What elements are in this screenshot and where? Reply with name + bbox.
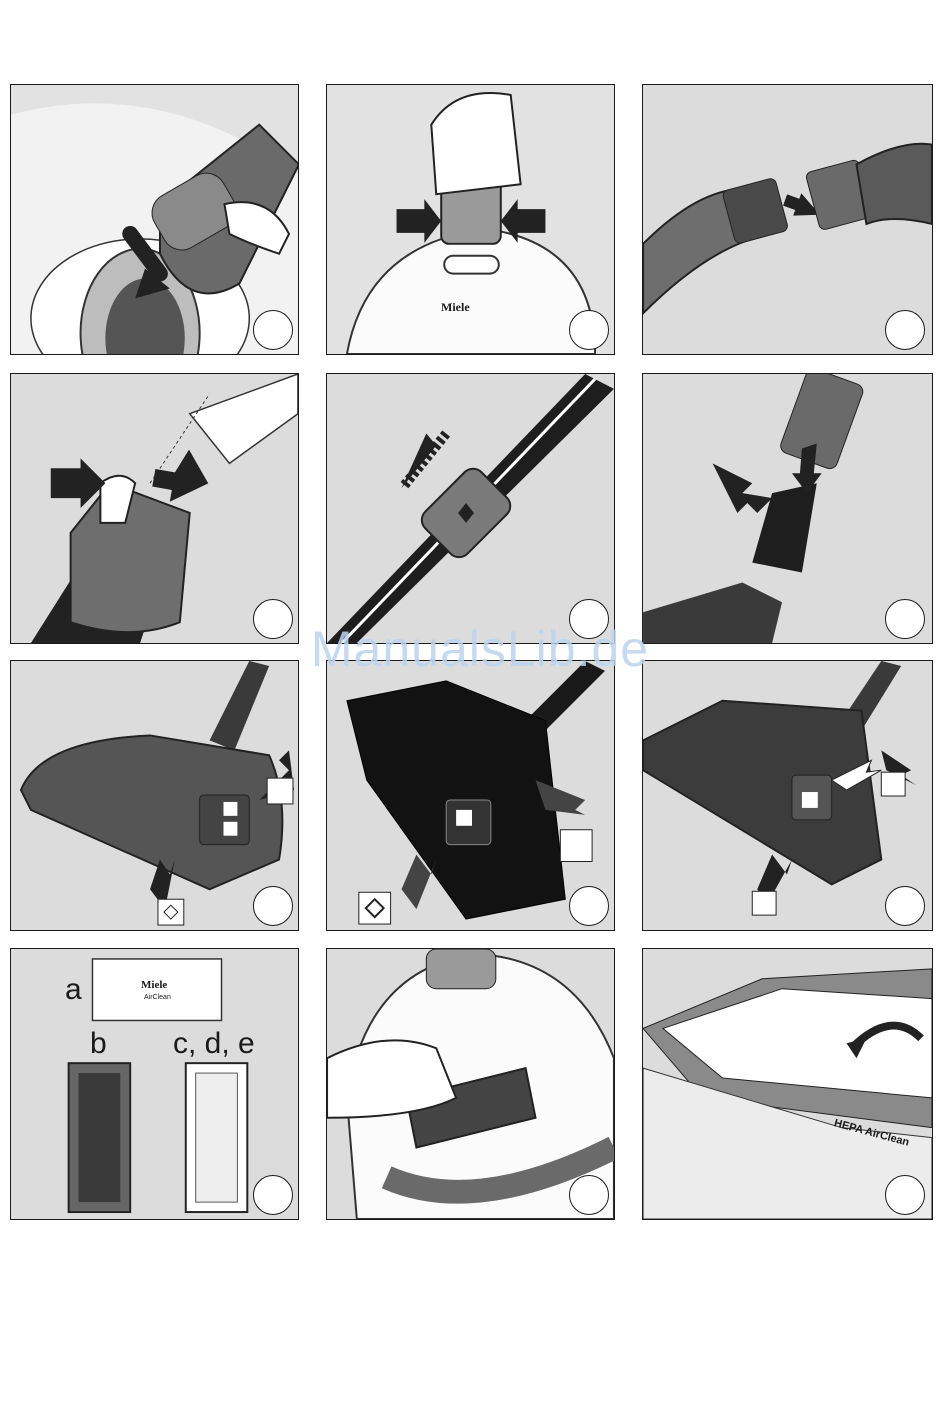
panel-5-telescopic-tube bbox=[326, 373, 615, 644]
step-circle bbox=[253, 310, 293, 350]
panel-8-floor-tool-hard bbox=[326, 660, 615, 931]
floor-tool-carpet-icon bbox=[11, 661, 298, 930]
step-circle bbox=[253, 886, 293, 926]
airclean-brand: Miele bbox=[141, 979, 167, 991]
step-circle bbox=[885, 599, 925, 639]
hepa-filter-icon bbox=[643, 949, 932, 1219]
hose-connector-icon bbox=[11, 85, 298, 354]
watermark: ManualsLib.de bbox=[290, 620, 670, 678]
airclean-subtitle: AirClean bbox=[144, 994, 171, 1001]
step-circle bbox=[885, 886, 925, 926]
step-circle bbox=[253, 1175, 293, 1215]
telescopic-tube-icon bbox=[327, 374, 614, 643]
panel-4-handle-release bbox=[10, 373, 299, 644]
panel-9-turbo-tool bbox=[642, 660, 933, 931]
step-circle bbox=[253, 599, 293, 639]
floor-tool-hardfloor-icon bbox=[327, 661, 614, 930]
step-circle bbox=[569, 886, 609, 926]
panel-7-floor-tool bbox=[10, 660, 299, 931]
panel-6-tube-joint bbox=[642, 373, 933, 644]
label-a: a bbox=[65, 973, 82, 1007]
turbo-floor-tool-icon bbox=[643, 661, 932, 930]
step-circle bbox=[569, 1175, 609, 1215]
carry-handle-icon bbox=[327, 949, 614, 1219]
step-circle bbox=[885, 1175, 925, 1215]
label-cde: c, d, e bbox=[173, 1027, 255, 1061]
step-circle bbox=[569, 310, 609, 350]
panel-11-carry-handle bbox=[326, 948, 615, 1220]
brand-logo: Miele bbox=[441, 300, 470, 315]
panel-10-filters: a b c, d, e Miele AirClean bbox=[10, 948, 299, 1220]
panel-2-lid-release: Miele bbox=[326, 84, 615, 355]
panel-1-hose-connect bbox=[10, 84, 299, 355]
lid-release-icon bbox=[327, 85, 614, 354]
step-circle bbox=[885, 310, 925, 350]
panel-12-hepa-filter: HEPA AirClean bbox=[642, 948, 933, 1220]
tube-joint-icon bbox=[643, 374, 932, 643]
handle-release-icon bbox=[11, 374, 298, 643]
panel-3-hose-coupling bbox=[642, 84, 933, 355]
label-b: b bbox=[90, 1027, 107, 1061]
hose-coupling-icon bbox=[643, 85, 932, 354]
